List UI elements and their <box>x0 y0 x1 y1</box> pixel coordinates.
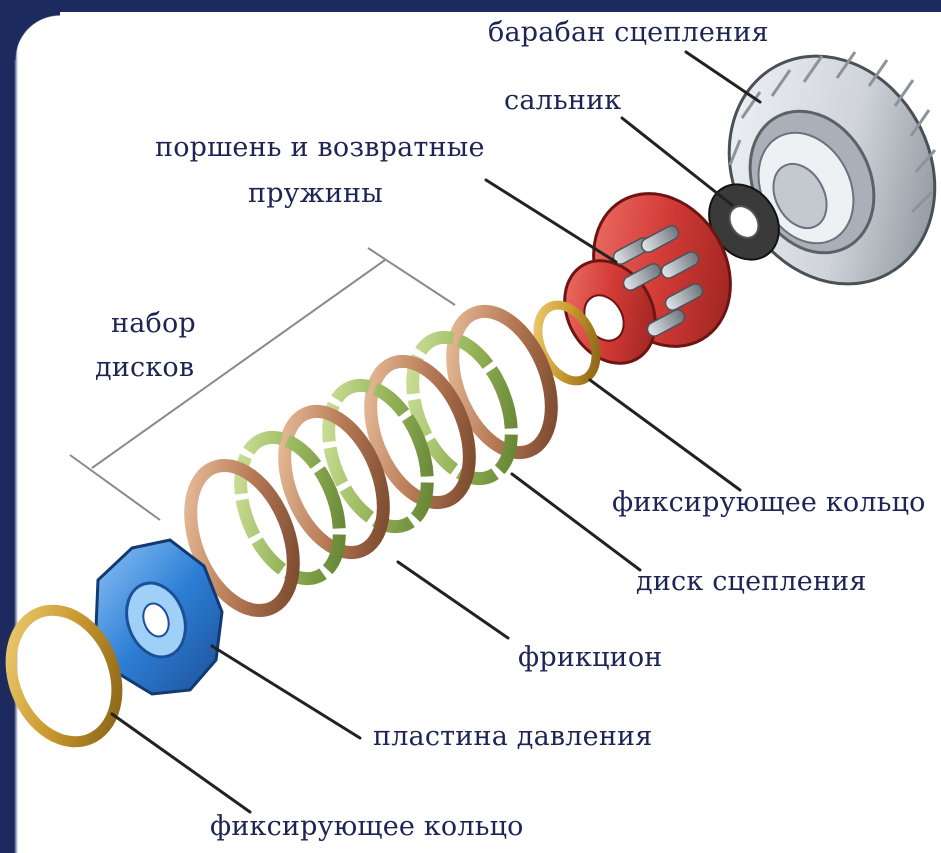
label-disc-set-line1: набор <box>111 307 196 341</box>
label-piston-line2: пружины <box>248 177 383 211</box>
label-clutch-drum: барабан сцепления <box>488 16 769 50</box>
label-pressure-plate: пластина давления <box>373 720 652 754</box>
label-friction: фрикцион <box>518 641 663 675</box>
label-clutch-disc: диск сцепления <box>636 565 867 599</box>
label-snap-ring-upper: фиксирующее кольцо <box>612 486 926 520</box>
leader-lines <box>112 52 760 812</box>
label-seal: сальник <box>504 84 621 118</box>
label-piston-line1: поршень и возвратные <box>155 131 485 165</box>
label-snap-ring-lower: фиксирующее кольцо <box>210 810 524 844</box>
disc-pack <box>171 297 571 626</box>
label-disc-set-line2: дисков <box>95 351 194 385</box>
